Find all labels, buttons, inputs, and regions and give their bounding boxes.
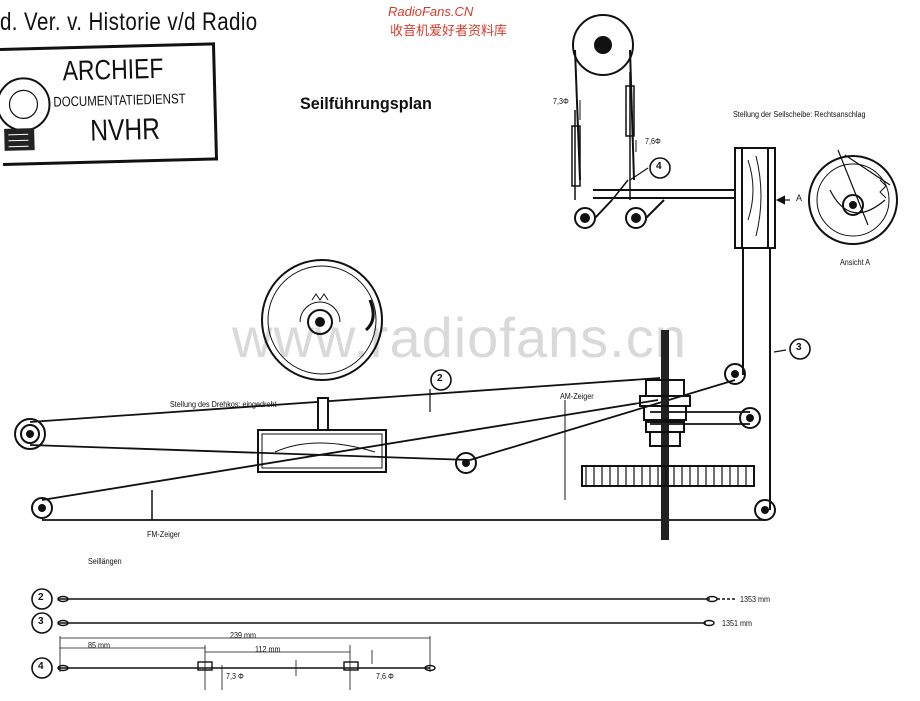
label-dim-7-3: 7,3Φ [553,97,569,106]
rope-4-phi1: 7,3 Φ [226,672,244,681]
ansicht-a-disc-icon [808,149,898,245]
label-dim-7-6: 7,6Φ [645,137,661,146]
archive-header-text: d. Ver. v. Historie v/d Radio [0,8,258,36]
rope-2-length: 1353 mm [740,595,771,604]
label-am-zeiger: AM-Zeiger [560,392,594,401]
label-arrow-a: A [796,193,803,203]
rope-4-d1: 85 mm [88,641,111,650]
watermark-chinese-text: 收音机爱好者资料库 [390,23,508,38]
watermark-center: www.radiofans.cn [232,306,687,369]
label-fm-zeiger: FM-Zeiger [147,530,181,539]
capacitor-drum-icon [257,397,387,473]
label-drehko-position: Stellung des Drehkos: eingedreht [170,400,277,409]
label-seillaengen: Seillängen [88,557,122,566]
dial-disc-icon [261,259,383,381]
callout-4: 4 [656,161,662,172]
callout-circles [31,157,811,679]
rope-4-phi2: 7,6 Φ [376,672,394,681]
rope-label-4: 4 [38,661,44,672]
watermark-site-name: RadioFans.CN [388,4,474,19]
gear-stack-icon [581,330,755,540]
rope-label-2: 2 [38,592,44,603]
stamp-logo-icon [0,77,51,151]
idler-pulley-icon [31,363,776,521]
archive-stamp: ARCHIEF DOCUMENTATIEDIENST NVHR [0,42,219,166]
label-seilscheibe-position: Stellung der Seilscheibe: Rechtsanschlag [733,110,866,119]
rope-label-3: 3 [38,616,44,627]
rope-4-d2: 112 mm [255,645,281,654]
rope-length-lines [57,595,735,690]
rope-4-total: 239 mm [230,631,257,640]
rope-3-length: 1351 mm [722,619,753,628]
left-pulley-icon [14,418,46,450]
diagram-title: Seilführungsplan [300,94,432,113]
callout-2: 2 [437,373,443,384]
label-ansicht-a: Ansicht A [840,258,871,267]
callout-3: 3 [796,342,802,353]
top-pulley-icon [572,14,635,181]
rope-drum-icon [734,147,776,249]
